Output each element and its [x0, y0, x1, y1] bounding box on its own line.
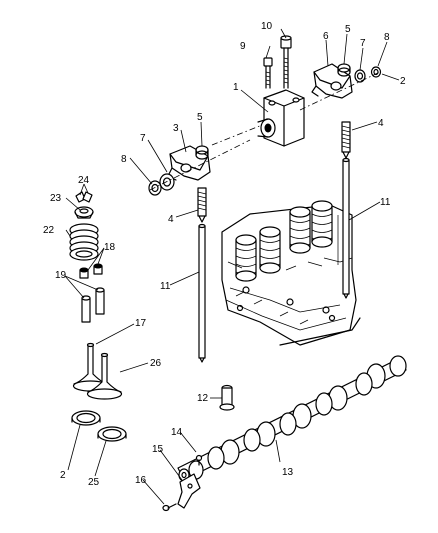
callout-15: 15: [152, 444, 164, 455]
rocker-washer-left: [159, 173, 175, 191]
callout-3: 3: [173, 123, 179, 134]
callout-25: 25: [88, 477, 100, 488]
callout-6: 6: [323, 31, 329, 42]
callout-5-lower: 5: [197, 112, 203, 123]
callout-2-lower: 2: [60, 470, 66, 481]
leader-lines: [64, 28, 400, 505]
valve-seat-insert-25: [97, 426, 127, 442]
callout-8-upper: 8: [384, 32, 390, 43]
callout-4-left: 4: [168, 214, 174, 225]
callout-17: 17: [135, 318, 147, 329]
callout-24: 24: [78, 175, 90, 186]
bracket-bolt-short: [263, 57, 273, 89]
callout-5-upper: 5: [345, 24, 351, 35]
callout-11-left: 11: [160, 281, 171, 292]
cylinder-head: [221, 200, 361, 346]
adjuster-screw-left: [197, 187, 207, 223]
callout-10: 10: [261, 21, 273, 32]
camshaft: [177, 355, 407, 482]
rocker-nut-right: [337, 63, 351, 77]
thrust-plate-screw-16: [162, 503, 177, 512]
retaining-ring-right: [370, 66, 382, 78]
callout-7-lower: 7: [140, 133, 146, 144]
spring-retainer: [74, 206, 94, 219]
callout-9: 9: [240, 41, 246, 52]
rocker-arm-left: [167, 145, 211, 181]
callout-8-lower: 8: [121, 154, 127, 165]
valve-seat-insert-2: [71, 410, 101, 426]
callouts: 1 2 2 3 4 4 5 5 6 7 7 8 8 9 10 11 11 12 …: [43, 21, 406, 488]
callout-19: 19: [55, 270, 67, 281]
callout-12: 12: [197, 393, 209, 404]
callout-1: 1: [233, 82, 239, 93]
tappet: [219, 384, 235, 411]
valve-guides: [81, 287, 105, 323]
retaining-ring-left: [148, 180, 162, 196]
rocker-shaft-bracket: [257, 89, 305, 147]
camshaft-thrust-plate: [177, 473, 201, 509]
thrust-plate-screw-14: [195, 454, 203, 466]
valve-spring: [69, 223, 99, 261]
callout-26: 26: [150, 358, 162, 369]
callout-11-right: 11: [380, 197, 391, 208]
callout-13: 13: [282, 467, 294, 478]
head-valve-springs: [235, 200, 333, 282]
callout-16: 16: [135, 475, 147, 486]
callout-22: 22: [43, 225, 55, 236]
callout-18: 18: [104, 242, 116, 253]
valve-lock-keepers: [75, 191, 93, 203]
valve-stem-seals: [79, 263, 103, 279]
pushrod-right: [342, 157, 350, 299]
callout-4-right: 4: [378, 118, 384, 129]
rocker-arm-right: [311, 63, 353, 99]
callout-2-upper: 2: [400, 76, 406, 87]
pushrod-left: [198, 223, 206, 363]
callout-7-upper: 7: [360, 38, 366, 49]
callout-14: 14: [171, 427, 183, 438]
exhaust-valve: [86, 352, 123, 400]
bracket-bolt-long: [280, 35, 292, 89]
callout-23: 23: [50, 193, 62, 204]
adjuster-screw-right: [341, 121, 351, 159]
